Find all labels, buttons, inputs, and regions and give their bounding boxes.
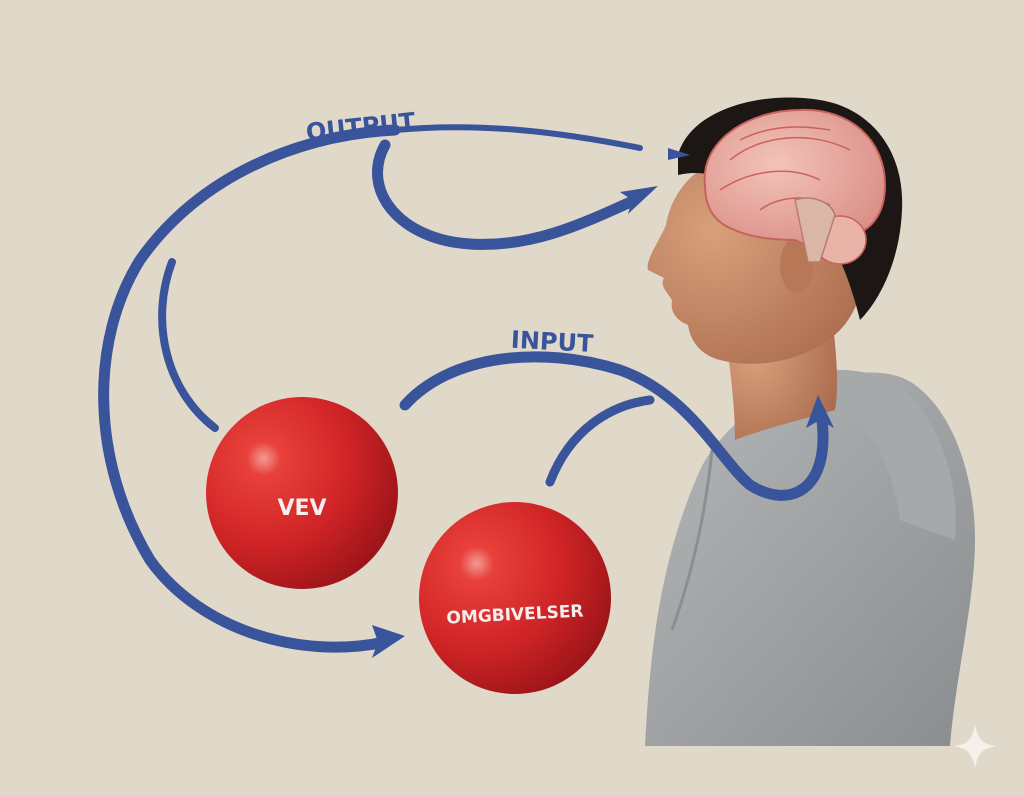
brain: [703, 108, 887, 265]
output-arrow-outer: [98, 124, 401, 653]
hood: [760, 369, 956, 540]
input-arrow-branch: [545, 395, 655, 487]
person-illustration: [645, 97, 975, 746]
arrowhead-icon: [668, 148, 690, 160]
sparkle-icon: [954, 724, 996, 768]
arrowhead-icon: [620, 186, 658, 214]
arrowhead-icon: [372, 625, 405, 658]
sphere-vev: VEV: [206, 397, 398, 589]
drawstring: [670, 449, 714, 631]
output-arrow-branch: [158, 258, 219, 432]
output-arrows: [98, 124, 829, 653]
output-label: OUTPUT: [305, 107, 418, 146]
arrowhead-icon: [806, 395, 834, 428]
sphere-label-vev: VEV: [277, 496, 326, 521]
input-label: INPUT: [510, 326, 594, 358]
arrowheads: [372, 148, 834, 658]
output-arrow-loop: [372, 139, 641, 250]
output-arrow-tail: [392, 124, 643, 151]
sphere-omgbivelser: OMGBIVELSER: [419, 502, 611, 694]
input-arrow-main: [399, 351, 829, 501]
